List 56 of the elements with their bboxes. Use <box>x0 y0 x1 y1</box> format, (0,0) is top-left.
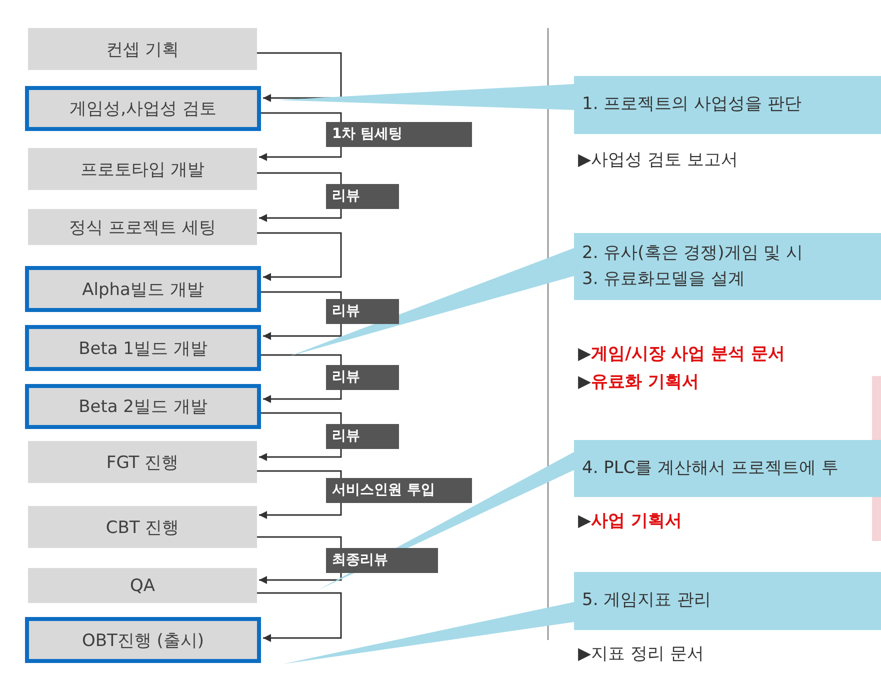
elbow-arrow <box>257 232 342 281</box>
callout-box <box>574 572 881 630</box>
callout-wedge <box>283 602 574 664</box>
step-label: Beta 1빌드 개발 <box>78 338 208 360</box>
process-box <box>28 441 257 483</box>
highlighted-process-box <box>25 325 261 371</box>
deliverable-note: ▶사업 기획서 <box>578 510 682 532</box>
edge-label: 리뷰 <box>326 299 399 324</box>
step-label: 프로토타입 개발 <box>80 158 205 180</box>
elbow-arrow <box>257 592 342 642</box>
highlighted-process-box <box>25 86 261 131</box>
deliverable-note: ▶사업성 검토 보고서 <box>578 149 738 171</box>
step-label: 컨셉 기획 <box>106 38 180 60</box>
process-box <box>28 506 257 548</box>
edge-label: 리뷰 <box>326 365 399 390</box>
step-label: FGT 진행 <box>106 452 179 474</box>
edge-label: 1차 팀세팅 <box>326 122 472 147</box>
deliverable-note: ▶지표 정리 문서 <box>578 643 704 665</box>
process-box <box>28 568 257 603</box>
callout-box <box>574 76 881 134</box>
edge-label: 서비스인원 투입 <box>326 478 472 503</box>
elbow-arrow <box>257 172 342 222</box>
elbow-arrow <box>261 291 342 340</box>
step-label: Alpha빌드 개발 <box>82 278 204 300</box>
step-label: CBT 진행 <box>106 516 180 538</box>
elbow-arrow <box>261 354 342 403</box>
callout-text: 2. 유사(혹은 경쟁)게임 및 시 <box>582 242 804 265</box>
callout-box <box>574 440 881 497</box>
highlighted-process-box <box>25 266 261 312</box>
callout-box <box>574 233 881 300</box>
callout-wedge <box>318 452 574 590</box>
callout-text: 1. 프로젝트의 사업성을 판단 <box>582 93 802 116</box>
elbow-arrow <box>257 52 342 102</box>
callout-text: 5. 게임지표 관리 <box>582 589 712 612</box>
elbow-arrow <box>257 536 342 584</box>
process-box <box>28 209 257 245</box>
process-box <box>28 28 257 70</box>
highlighted-process-box <box>25 617 261 663</box>
process-box <box>28 148 257 190</box>
highlighted-process-box <box>25 384 261 429</box>
deliverable-note: ▶유료화 기획서 <box>578 371 699 393</box>
edge-label: 최종리뷰 <box>326 548 438 573</box>
callout-wedge <box>290 248 574 356</box>
step-label: Beta 2빌드 개발 <box>78 396 208 418</box>
deliverable-note: ▶게임/시장 사업 분석 문서 <box>578 343 786 365</box>
edge-label: 리뷰 <box>326 424 399 449</box>
edge-label: 리뷰 <box>326 184 399 209</box>
elbow-arrow <box>259 412 342 461</box>
elbow-arrow <box>257 470 342 519</box>
step-label: 정식 프로젝트 세팅 <box>69 216 216 238</box>
callout-text: 4. PLC를 계산해서 프로젝트에 투 <box>582 456 838 480</box>
callout-text: 3. 유료화모델을 설계 <box>582 268 746 290</box>
elbow-arrow <box>259 112 342 161</box>
step-label: 게임성,사업성 검토 <box>70 98 216 120</box>
step-label: QA <box>130 576 155 596</box>
step-label: OBT진행 (출시) <box>82 630 204 652</box>
